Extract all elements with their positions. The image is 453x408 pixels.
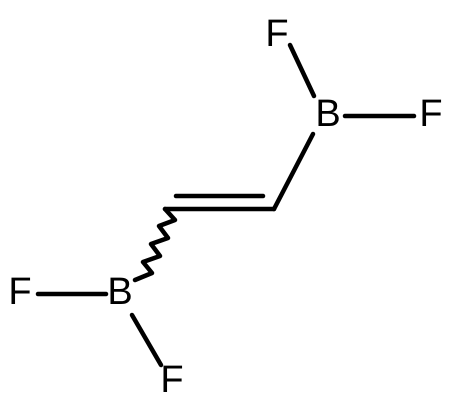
atom-label-f-top: F	[265, 13, 288, 55]
atom-label-f-right: F	[419, 93, 442, 135]
bond-c-left-b-left-wavy	[132, 206, 178, 283]
bond-f-top-b-right	[287, 42, 317, 99]
atom-label-b-right: B	[315, 93, 340, 135]
bond-b-right-c-right	[271, 131, 316, 212]
bond-b-left-f-bottom	[129, 312, 164, 368]
atom-label-f-left: F	[8, 271, 31, 313]
atom-label-f-bottom: F	[160, 359, 183, 401]
atom-label-b-left: B	[107, 271, 132, 313]
